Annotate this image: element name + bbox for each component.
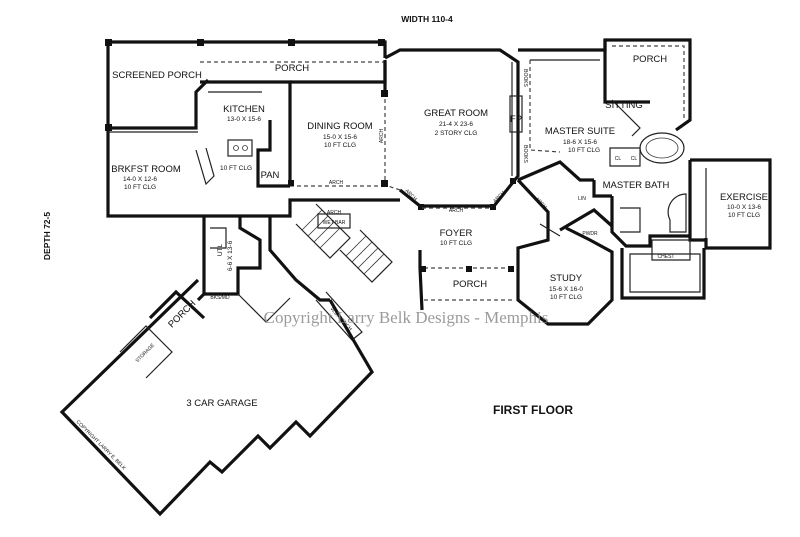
copyright-garage: COPYRIGHT LARRY E. BELK	[75, 419, 128, 472]
label-great-room-ceiling: 2 STORY CLG	[435, 130, 478, 137]
label-dining: DINING ROOM	[307, 121, 373, 132]
label-porch-garage: PORCH	[166, 298, 198, 330]
label-garage: 3 CAR GARAGE	[186, 398, 257, 409]
label-pwdr: PWDR	[582, 231, 598, 237]
label-wet-bar: WET BAR	[323, 220, 346, 226]
floor-label: FIRST FLOOR	[493, 403, 573, 417]
depth-label: DEPTH 72-5	[42, 212, 52, 260]
books-bottom: BOOKS	[522, 145, 528, 163]
arch-dining-bottom: ARCH	[329, 180, 344, 186]
label-pan: PAN	[261, 170, 280, 181]
label-porch-front: PORCH	[453, 279, 487, 290]
master-suite-walls	[517, 38, 692, 198]
master-bath-walls	[610, 158, 772, 300]
label-fp: FP	[510, 114, 522, 125]
label-storage: STORAGE	[135, 342, 157, 364]
books-top: BOOKS	[522, 69, 528, 87]
arch-great-bottom: ARCH	[449, 208, 464, 214]
label-dining-ceiling: 10 FT CLG	[324, 142, 356, 149]
label-exercise-size: 10-0 X 13-6	[727, 204, 761, 211]
label-study-size: 15-6 X 16-0	[549, 286, 583, 293]
garage-walls	[59, 278, 374, 517]
label-foyer-ceiling: 10 FT CLG	[440, 240, 472, 247]
copyright-watermark: Copyright Larry Belk Designs - Memphis	[264, 308, 549, 327]
label-master-suite-ceiling: 10 FT CLG	[568, 147, 600, 154]
arch-dining-right: ARCH	[379, 129, 385, 144]
label-master-suite: MASTER SUITE	[545, 126, 615, 137]
label-lin: LIN	[578, 196, 586, 202]
label-kitchen: KITCHEN	[223, 104, 265, 115]
label-master-bath: MASTER BATH	[603, 180, 670, 191]
label-porch-master: PORCH	[633, 54, 667, 65]
label-exercise: EXERCISE	[720, 192, 768, 203]
foyer-walls	[268, 198, 514, 341]
label-porch-top: PORCH	[275, 63, 309, 74]
closet-right: CL	[631, 156, 638, 162]
label-kitchen-ceiling: 10 FT CLG	[220, 165, 252, 172]
label-screened-porch: SCREENED PORCH	[112, 70, 202, 81]
study-walls	[516, 178, 614, 326]
label-master-suite-size: 18-6 X 15-6	[563, 139, 597, 146]
label-brkfst-ceiling: 10 FT CLG	[124, 184, 156, 191]
label-chest: CHEST	[658, 254, 675, 260]
label-foyer: FOYER	[440, 228, 473, 239]
dining-room-walls	[288, 60, 388, 187]
label-bksmd: BKS/MD	[210, 295, 230, 301]
label-sitting: SITTING	[605, 100, 642, 111]
label-brkfst-size: 14-0 X 12-6	[123, 176, 157, 183]
label-great-room-size: 21-4 X 23-6	[439, 121, 473, 128]
width-label: WIDTH 110-4	[401, 14, 453, 24]
arch-foyer: ARCH	[327, 210, 342, 216]
label-study-ceiling: 10 FT CLG	[550, 294, 582, 301]
great-room-walls	[384, 48, 523, 210]
label-utl: UTL	[217, 243, 224, 256]
closet-left: CL	[615, 156, 622, 162]
label-kitchen-size: 13-0 X 15-6	[227, 116, 261, 123]
label-study: STUDY	[550, 273, 583, 284]
label-brkfst: BRKFST ROOM	[111, 164, 181, 175]
utility-walls	[196, 216, 262, 302]
label-great-room: GREAT ROOM	[424, 108, 488, 119]
label-utl-size: 6-6 X 13-6	[227, 240, 234, 271]
label-dining-size: 15-0 X 15-6	[323, 134, 357, 141]
label-exercise-ceiling: 10 FT CLG	[728, 212, 760, 219]
